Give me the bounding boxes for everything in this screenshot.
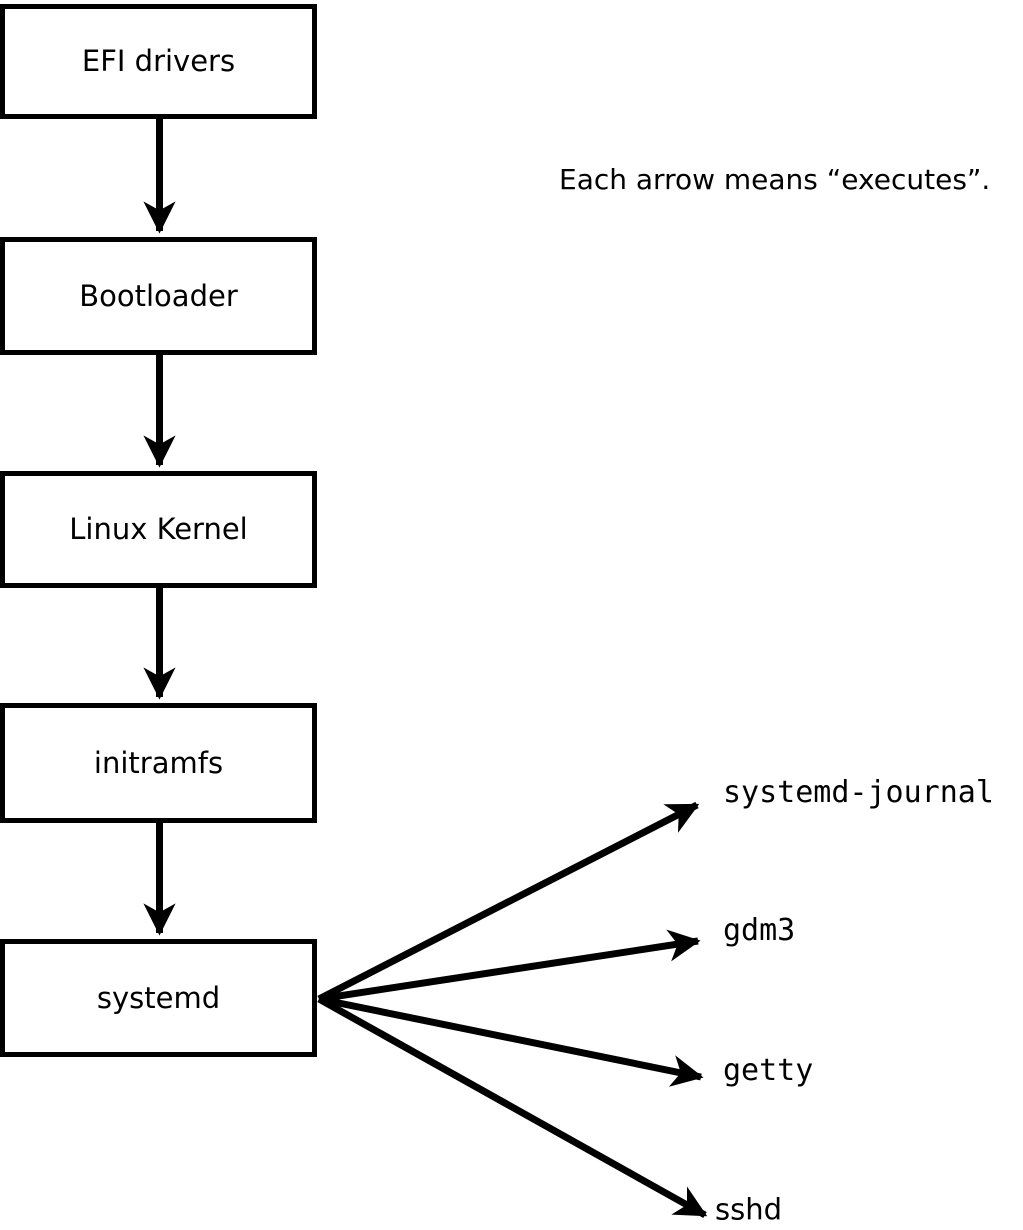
node-bootloader-label: Bootloader bbox=[79, 278, 238, 313]
node-linux-kernel: Linux Kernel bbox=[0, 471, 317, 588]
arrow-systemd-to-gdm3 bbox=[318, 929, 701, 1003]
target-systemd-journal: systemd-journal bbox=[723, 775, 994, 810]
node-systemd: systemd bbox=[0, 939, 317, 1057]
target-gdm3: gdm3 bbox=[723, 913, 796, 948]
node-linux-kernel-label: Linux Kernel bbox=[69, 512, 248, 546]
arrow-systemd-to-sshd bbox=[317, 995, 708, 1219]
target-sshd: sshd bbox=[715, 1192, 783, 1227]
arrow-systemd-to-getty bbox=[318, 995, 704, 1087]
target-getty: getty bbox=[723, 1053, 814, 1088]
arrow-systemd-to-journal bbox=[317, 801, 700, 1003]
node-initramfs-label: initramfs bbox=[93, 745, 224, 780]
node-initramfs: initramfs bbox=[0, 703, 317, 823]
node-efi-drivers: EFI drivers bbox=[0, 4, 317, 119]
node-bootloader: Bootloader bbox=[0, 237, 317, 355]
arrow-legend-note: Each arrow means “executes”. bbox=[559, 163, 991, 196]
node-efi-drivers-label: EFI drivers bbox=[81, 44, 236, 78]
node-systemd-label: systemd bbox=[96, 980, 221, 1015]
